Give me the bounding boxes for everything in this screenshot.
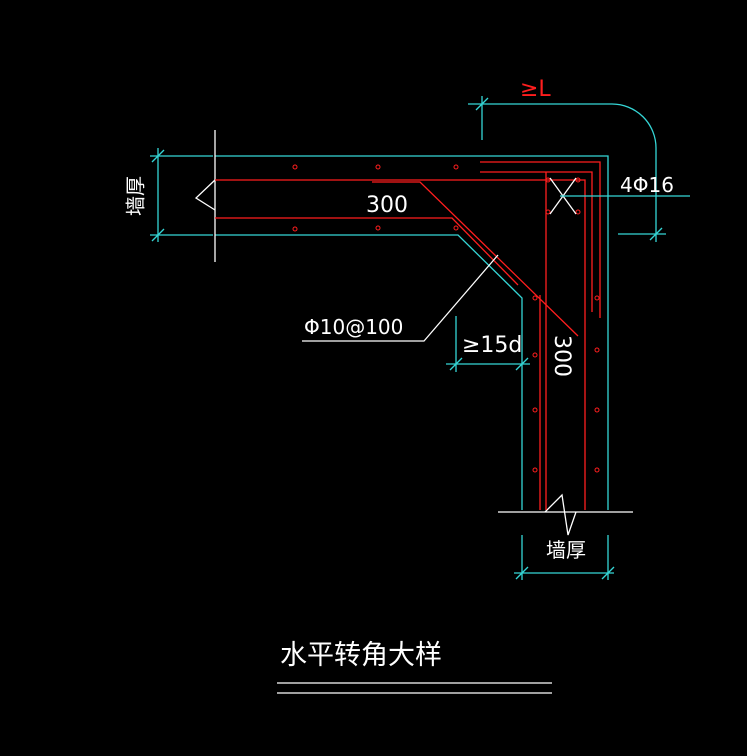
wall-thickness-label-left: 墙厚 (124, 176, 148, 216)
stirrup-leader (302, 254, 499, 342)
stirrup-label: Φ10@100 (304, 315, 403, 339)
dimension-bottom-wall (514, 535, 615, 580)
drawing-title: 水平转角大样 (280, 640, 442, 671)
dimension-anchorage (468, 96, 666, 242)
hook-length-label: ≥15d (462, 333, 522, 358)
anchorage-length-label: ≥L (520, 77, 551, 102)
corner-bars-label: 4Φ16 (620, 173, 674, 197)
wall-outline (194, 130, 633, 536)
dim-horizontal-300: 300 (366, 193, 408, 218)
dim-vertical-300: 300 (549, 335, 574, 377)
dimension-left-wall (150, 148, 213, 242)
dimension-hook (446, 316, 530, 372)
rebar-lines (215, 161, 601, 510)
wall-thickness-label-bottom: 墙厚 (546, 538, 586, 562)
